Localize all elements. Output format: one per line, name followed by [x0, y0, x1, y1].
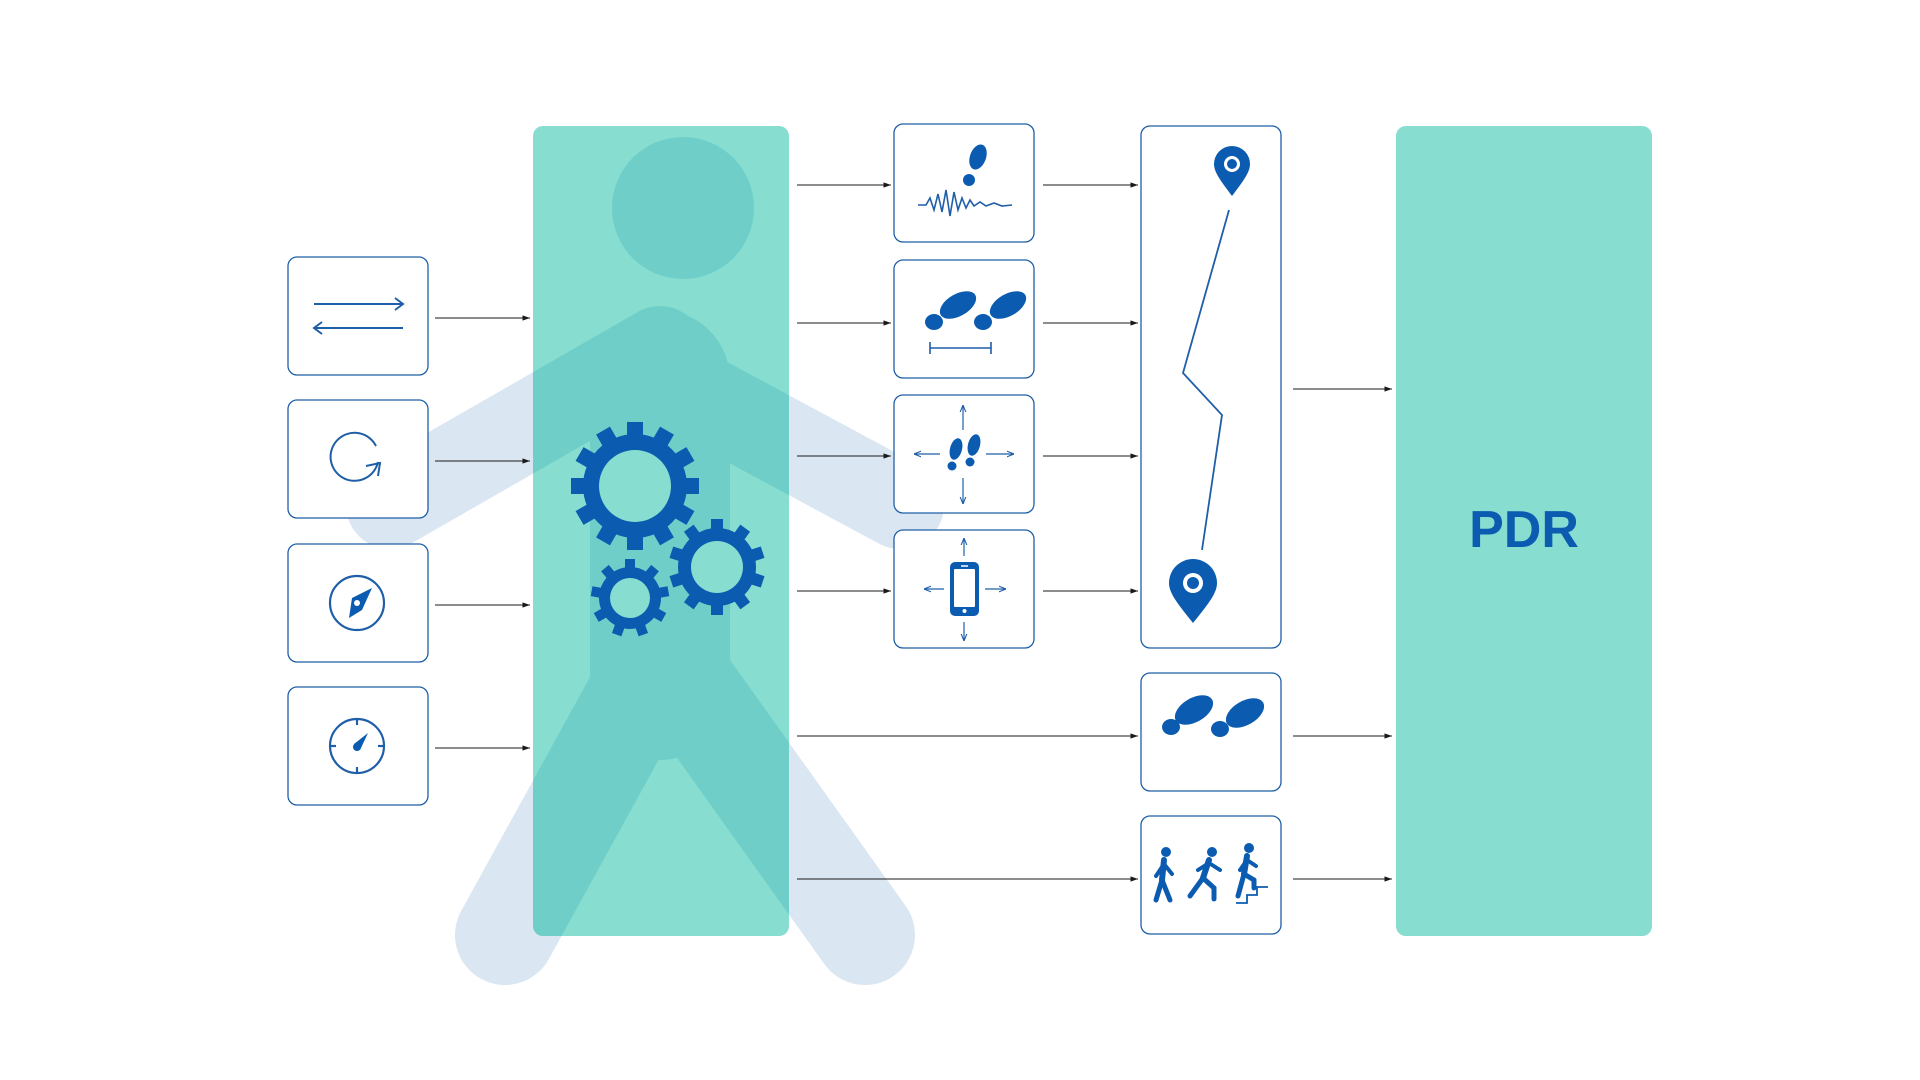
phone-direction-icon: [924, 538, 1006, 641]
gauge-icon: [328, 717, 386, 775]
footsteps-direction-icon: [914, 405, 1014, 504]
walking-running-stairs-icon: [1153, 843, 1268, 904]
walker-icon: [1153, 847, 1174, 903]
runner-icon: [1187, 847, 1222, 902]
gears-icon: [571, 422, 765, 637]
footsteps-hash-icon: [1162, 695, 1265, 737]
connectors: [435, 182, 1392, 882]
rotation-arrow-icon: [329, 431, 382, 482]
sensor-box-accelerometer: [287, 256, 429, 376]
feature-box-heading: [893, 394, 1035, 514]
stair-climber-icon: [1235, 843, 1268, 904]
pdr-label: PDR: [1469, 501, 1579, 559]
sensor-box-gyroscope: [287, 399, 429, 519]
compass-icon: [328, 574, 386, 632]
trajectory-box: [1140, 125, 1282, 649]
output-box-step-count: [1140, 672, 1282, 792]
bidirectional-arrows-icon: [312, 297, 405, 335]
pdr-result-panel: [1396, 126, 1652, 936]
feature-box-step-length: [893, 259, 1035, 379]
end-location-pin-icon: [1169, 559, 1217, 623]
start-location-pin-icon: [1214, 146, 1250, 196]
silhouette-head: [612, 137, 754, 279]
footsteps-length-icon: [925, 291, 1027, 354]
trajectory-path-icon: [1169, 146, 1250, 623]
footstep-waveform-icon: [918, 144, 1013, 217]
